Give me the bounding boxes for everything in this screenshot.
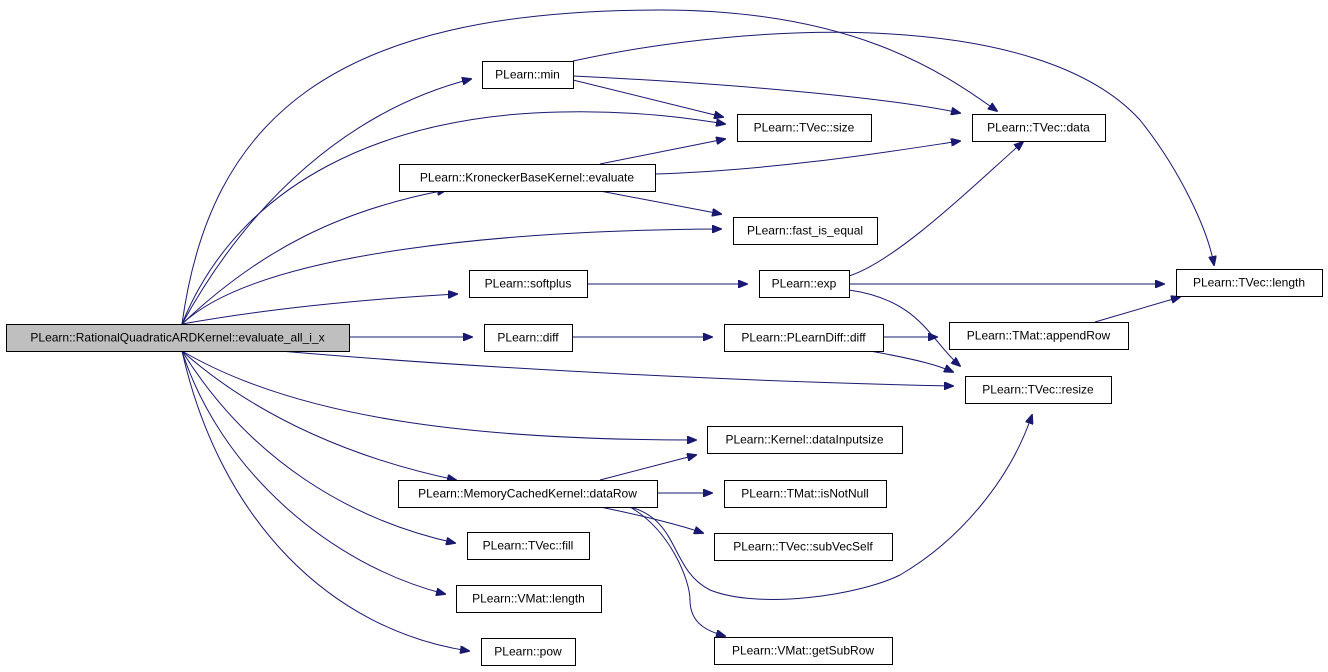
- node-box: [6, 324, 350, 352]
- node-mcdr[interactable]: PLearn::MemoryCachedKernel::dataRow: [398, 480, 658, 508]
- node-pow[interactable]: PLearn::pow: [481, 638, 576, 666]
- node-label: PLearn::VMat::getSubRow: [732, 644, 874, 658]
- node-label: PLearn::RationalQuadraticARDKernel::eval…: [30, 331, 324, 345]
- edge-rqk-to-dis: [181, 350, 696, 440]
- node-label: PLearn::TMat::appendRow: [967, 329, 1111, 343]
- node-kron[interactable]: PLearn::KroneckerBaseKernel::evaluate: [399, 164, 656, 192]
- node-box: [467, 532, 590, 560]
- edge-append-to-length: [1094, 297, 1180, 323]
- edge-min-to-length: [572, 31, 1214, 265]
- node-box: [399, 164, 656, 192]
- edge-rqk-to-size: [181, 111, 725, 325]
- edge-rqk-to-fill: [181, 350, 455, 543]
- node-dis[interactable]: PLearn::Kernel::dataInputsize: [707, 426, 903, 454]
- node-label: PLearn::TVec::size: [754, 121, 855, 135]
- node-label: PLearn::exp: [772, 277, 837, 291]
- node-data[interactable]: PLearn::TVec::data: [972, 114, 1106, 142]
- node-box: [965, 376, 1112, 404]
- node-label: PLearn::TVec::subVecSelf: [733, 540, 873, 554]
- node-box: [714, 637, 893, 665]
- node-label: PLearn::TVec::length: [1193, 276, 1305, 290]
- edge-exp-to-data: [848, 142, 1023, 277]
- node-softplus[interactable]: PLearn::softplus: [469, 270, 588, 298]
- node-length[interactable]: PLearn::TVec::length: [1176, 269, 1323, 297]
- node-box: [737, 114, 872, 142]
- node-box: [484, 324, 573, 352]
- node-diff[interactable]: PLearn::diff: [484, 324, 573, 352]
- edge-min-to-data: [572, 75, 960, 113]
- node-label: PLearn::diff: [497, 331, 559, 345]
- node-box: [949, 322, 1129, 350]
- edge-rqk-to-pow: [181, 350, 469, 651]
- node-box: [759, 270, 850, 298]
- node-box: [481, 638, 576, 666]
- node-pldiff[interactable]: PLearn::PLearnDiff::diff: [724, 324, 884, 352]
- node-rqk[interactable]: PLearn::RationalQuadraticARDKernel::eval…: [6, 324, 350, 352]
- node-box: [733, 217, 878, 245]
- edge-rqk-to-resize: [279, 350, 953, 386]
- node-label: PLearn::min: [495, 68, 560, 82]
- node-notnull[interactable]: PLearn::TMat::isNotNull: [724, 480, 887, 508]
- node-box: [724, 480, 887, 508]
- edge-exp-to-resize: [848, 289, 960, 366]
- node-box: [469, 270, 588, 298]
- node-box: [972, 114, 1106, 142]
- edge-mcdr-to-resize: [629, 415, 1032, 600]
- node-label: PLearn::PLearnDiff::diff: [741, 331, 866, 345]
- edge-rqk-to-min: [181, 79, 471, 325]
- edge-rqk-to-mcdr: [181, 350, 456, 480]
- node-label: PLearn::TMat::isNotNull: [741, 487, 868, 501]
- node-append[interactable]: PLearn::TMat::appendRow: [949, 322, 1129, 350]
- node-box: [456, 585, 602, 613]
- node-label: PLearn::fast_is_equal: [747, 224, 863, 238]
- node-resize[interactable]: PLearn::TVec::resize: [965, 376, 1112, 404]
- node-size[interactable]: PLearn::TVec::size: [737, 114, 872, 142]
- node-label: PLearn::TVec::fill: [483, 539, 574, 553]
- node-vmlen[interactable]: PLearn::VMat::length: [456, 585, 602, 613]
- edge-kron-to-data: [654, 141, 960, 175]
- node-label: PLearn::TVec::data: [987, 121, 1090, 135]
- edge-rqk-to-kron: [181, 190, 446, 325]
- node-box: [398, 480, 658, 508]
- node-box: [707, 426, 903, 454]
- edge-rqk-to-fie: [181, 229, 721, 325]
- node-label: PLearn::TVec::resize: [982, 383, 1094, 397]
- node-label: PLearn::KroneckerBaseKernel::evaluate: [420, 171, 634, 185]
- edge-mcdr-to-getsub: [629, 506, 725, 636]
- node-fill[interactable]: PLearn::TVec::fill: [467, 532, 590, 560]
- edge-rqk-to-softplus: [181, 294, 457, 325]
- node-layer: PLearn::RationalQuadraticARDKernel::eval…: [6, 61, 1323, 666]
- node-box: [482, 61, 574, 89]
- edge-mcdr-to-dis: [599, 455, 696, 481]
- node-getsub[interactable]: PLearn::VMat::getSubRow: [714, 637, 893, 665]
- node-label: PLearn::softplus: [485, 277, 572, 291]
- edge-rqk-to-vmlen: [181, 350, 445, 594]
- node-box: [724, 324, 884, 352]
- edge-kron-to-size: [599, 139, 725, 165]
- node-label: PLearn::pow: [494, 645, 562, 659]
- node-exp[interactable]: PLearn::exp: [759, 270, 850, 298]
- node-subvec[interactable]: PLearn::TVec::subVecSelf: [714, 533, 893, 561]
- edge-pldiff-to-resize: [869, 350, 953, 372]
- edge-layer: [181, 9, 1214, 651]
- edge-kron-to-fie: [599, 190, 721, 214]
- node-box: [714, 533, 893, 561]
- node-label: PLearn::VMat::length: [472, 592, 585, 606]
- node-fie[interactable]: PLearn::fast_is_equal: [733, 217, 878, 245]
- node-box: [1176, 269, 1323, 297]
- node-min[interactable]: PLearn::min: [482, 61, 574, 89]
- edge-rqk-to-data: [181, 9, 997, 325]
- edge-min-to-size: [572, 79, 723, 117]
- node-label: PLearn::MemoryCachedKernel::dataRow: [418, 487, 637, 501]
- node-label: PLearn::Kernel::dataInputsize: [725, 433, 883, 447]
- edge-mcdr-to-subvec: [599, 506, 703, 533]
